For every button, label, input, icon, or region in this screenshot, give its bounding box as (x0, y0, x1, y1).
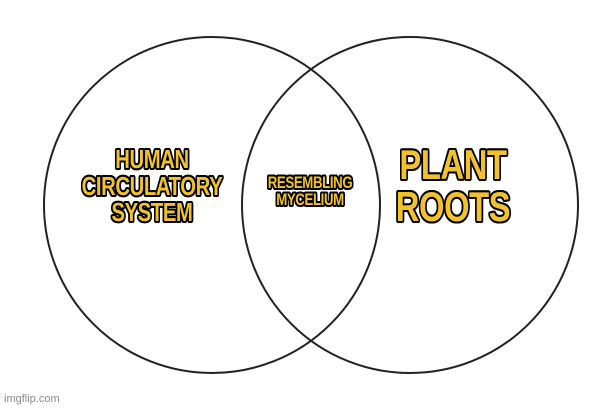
left-circle (43, 36, 381, 374)
watermark-text: imgflip.com (4, 393, 60, 405)
right-set-label: PLANT ROOTS (395, 141, 511, 230)
right-circle (241, 36, 579, 374)
left-set-label: HUMAN CIRCULATORY SYSTEM (81, 144, 223, 228)
intersection-label: RESEMBLING MYCELIUM (267, 173, 353, 210)
